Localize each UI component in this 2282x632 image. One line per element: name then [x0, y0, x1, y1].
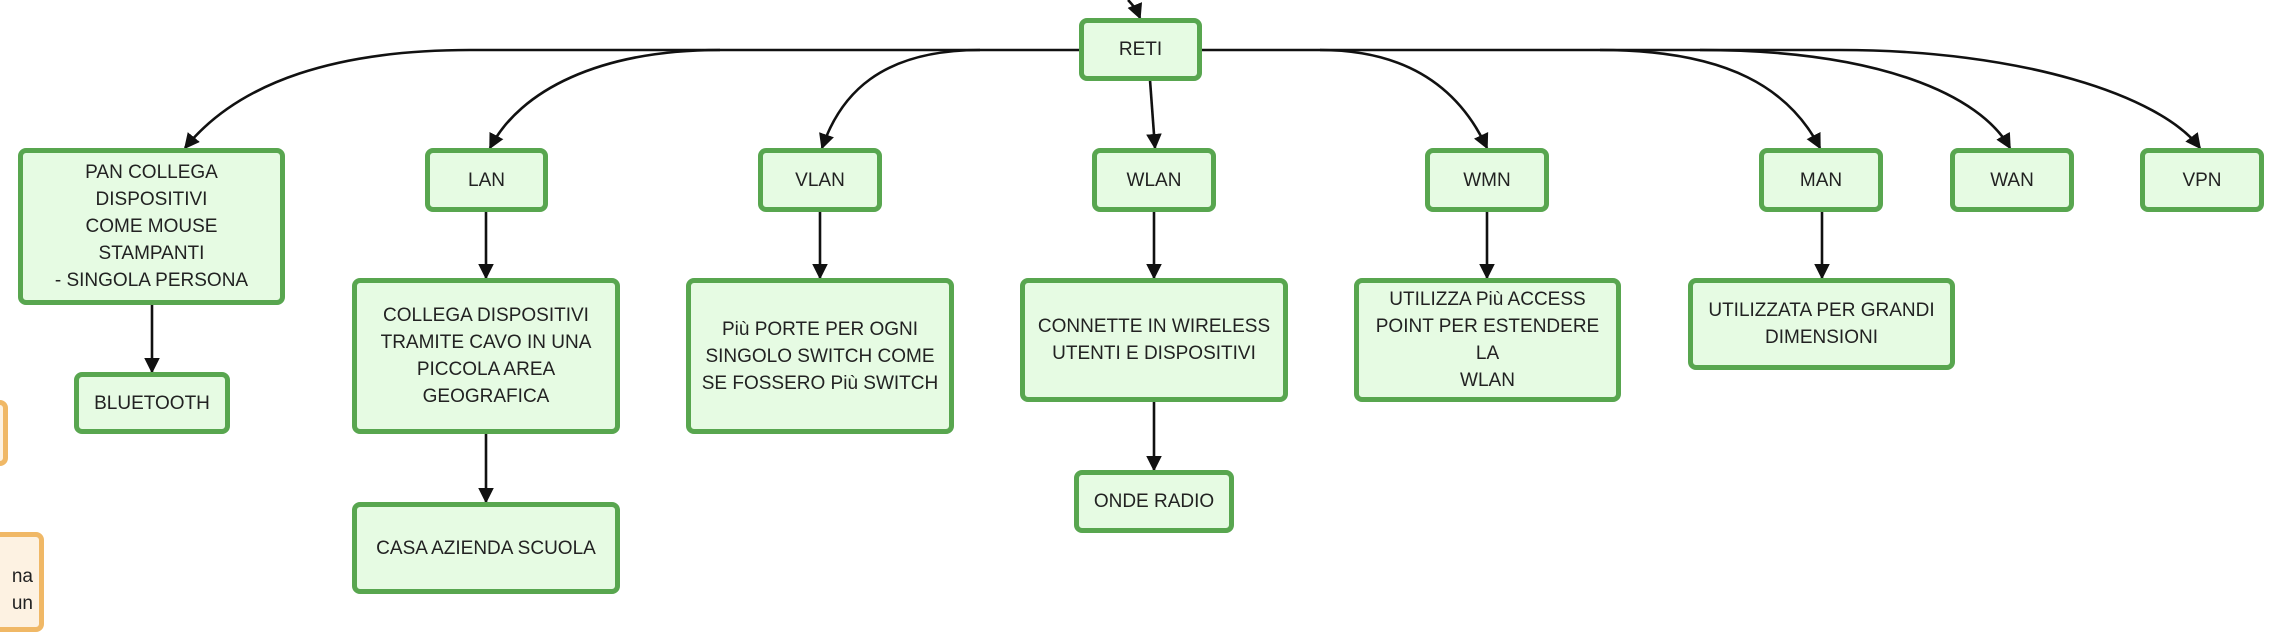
- connector-reti-man: [1599, 48, 1822, 150]
- connector-reti-lan: [488, 48, 721, 150]
- connector-lines: [144, 0, 2202, 504]
- node-lan-desc[interactable]: COLLEGA DISPOSITIVI TRAMITE CAVO IN UNA …: [352, 278, 620, 434]
- connector-reti-wan: [1699, 48, 2012, 150]
- node-wlan-desc[interactable]: CONNETTE IN WIRELESS UTENTI E DISPOSITIV…: [1020, 278, 1288, 402]
- node-lan[interactable]: LAN: [425, 148, 548, 212]
- node-vlan[interactable]: VLAN: [758, 148, 882, 212]
- connector-reti-wmn: [1319, 48, 1489, 150]
- connector-parent-reti: [1127, 0, 1143, 20]
- node-man[interactable]: MAN: [1759, 148, 1883, 212]
- node-vpn[interactable]: VPN: [2140, 148, 2264, 212]
- node-wmn[interactable]: WMN: [1425, 148, 1549, 212]
- side-note-partial-top: [0, 400, 8, 466]
- node-wan[interactable]: WAN: [1950, 148, 2074, 212]
- connector-reti-vpn: [1839, 48, 2202, 150]
- node-bluetooth[interactable]: BLUETOOTH: [74, 372, 230, 434]
- node-reti[interactable]: RETI: [1079, 18, 1202, 81]
- node-pan[interactable]: PAN COLLEGA DISPOSITIVI COME MOUSE STAMP…: [18, 148, 285, 305]
- node-vlan-desc[interactable]: Più PORTE PER OGNI SINGOLO SWITCH COME S…: [686, 278, 954, 434]
- side-note-partial-bottom: na un: [0, 532, 44, 632]
- connector-reti-pan: [183, 48, 471, 150]
- connector-reti-vlan: [819, 48, 981, 150]
- node-wmn-desc[interactable]: UTILIZZA Più ACCESS POINT PER ESTENDERE …: [1354, 278, 1621, 402]
- node-wlan[interactable]: WLAN: [1092, 148, 1216, 212]
- node-man-desc[interactable]: UTILIZZATA PER GRANDI DIMENSIONI: [1688, 278, 1955, 370]
- connector-reti-wlan: [1146, 79, 1162, 150]
- node-wlan-examples[interactable]: ONDE RADIO: [1074, 470, 1234, 533]
- node-lan-examples[interactable]: CASA AZIENDA SCUOLA: [352, 502, 620, 594]
